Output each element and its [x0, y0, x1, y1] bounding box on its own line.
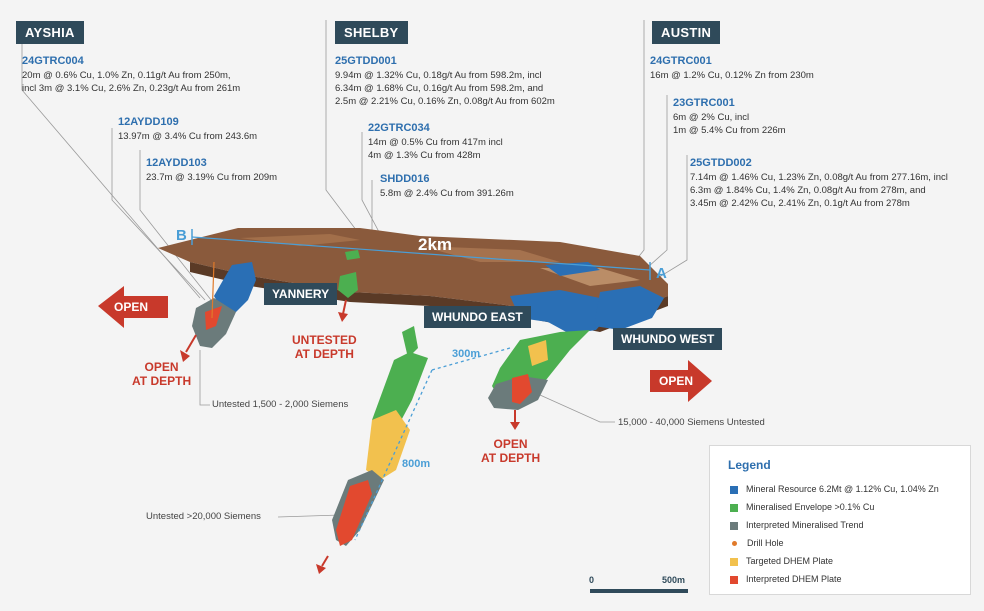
depth-arrows: [180, 299, 520, 574]
hole-id-shdd016: SHDD016: [380, 173, 430, 185]
legend-title: Legend: [728, 458, 771, 472]
hole-intercept: 6.34m @ 1.68% Cu, 0.16g/t Au from 598.2m…: [335, 83, 544, 94]
hole-intercept: 5.8m @ 2.4% Cu from 391.26m: [380, 188, 514, 199]
hole-intercept: 14m @ 0.5% Cu from 417m incl: [368, 137, 503, 148]
legend-item-mineral-resource: Mineral Resource 6.2Mt @ 1.12% Cu, 1.04%…: [730, 484, 939, 494]
note-whundo-siemens: 15,000 - 40,000 Siemens Untested: [618, 417, 765, 428]
scale-bar: [590, 589, 688, 593]
legend-label: Mineralised Envelope >0.1% Cu: [746, 502, 875, 512]
hole-intercept: 1m @ 5.4% Cu from 226m: [673, 125, 786, 136]
hole-intercept: 16m @ 1.2% Cu, 0.12% Zn from 230m: [650, 70, 814, 81]
legend-item-targeted-plate: Targeted DHEM Plate: [730, 556, 833, 566]
hole-intercept: incl 3m @ 3.1% Cu, 2.6% Zn, 0.23g/t Au f…: [22, 83, 241, 94]
hole-id-24gtrc004: 24GTRC004: [22, 55, 84, 67]
hole-intercept: 23.7m @ 3.19% Cu from 209m: [146, 172, 278, 183]
deposit-label-austin: AUSTIN: [652, 21, 721, 44]
note-ayshia-siemens: Untested 1,500 - 2,000 Siemens: [212, 399, 349, 410]
hole-intercept: 4m @ 1.3% Cu from 428m: [368, 150, 481, 161]
hole-intercept: 3.45m @ 2.42% Cu, 2.41% Zn, 0.1g/t Au fr…: [690, 198, 910, 209]
hole-id-12aydd103: 12AYDD103: [146, 157, 207, 169]
section-end-b: B: [176, 227, 187, 244]
drill-hole-dot-icon: [732, 541, 737, 547]
legend-label: Interpreted Mineralised Trend: [746, 520, 864, 530]
ayshia-orebody: [192, 261, 256, 348]
scale-end: 500m: [662, 575, 686, 585]
open-arrow-left: [98, 286, 168, 328]
hole-intercept: 9.94m @ 1.32% Cu, 0.18g/t Au from 598.2m…: [335, 70, 542, 81]
legend-label: Mineral Resource 6.2Mt @ 1.12% Cu, 1.04%…: [746, 484, 939, 494]
section-end-a: A: [656, 265, 667, 282]
depth-label-line: AT DEPTH: [294, 347, 354, 361]
distance-vertical: 800m: [402, 458, 431, 470]
yannery-orebody: [338, 272, 358, 298]
deposit-label-shelby: SHELBY: [335, 21, 408, 44]
deposit-label-ayshia: AYSHIA: [16, 21, 84, 44]
depth-label-line: AT DEPTH: [481, 451, 541, 465]
hole-intercept: 7.14m @ 1.46% Cu, 1.23% Zn, 0.08g/t Au f…: [690, 172, 948, 183]
open-arrow-right: [650, 360, 712, 402]
legend-item-mineralised-envelope: Mineralised Envelope >0.1% Cu: [730, 502, 874, 512]
legend-item-mineralised-trend: Interpreted Mineralised Trend: [730, 520, 864, 530]
distance-horizontal: 300m: [452, 348, 481, 360]
section-length: 2km: [418, 235, 453, 254]
tag-yannery: YANNERY: [264, 283, 338, 305]
deep-dhem-plate: [332, 326, 428, 546]
hole-intercept: 2.5m @ 2.21% Cu, 0.16% Zn, 0.08g/t Au fr…: [335, 96, 555, 107]
depth-label-yannery: UNTESTED AT DEPTH: [292, 333, 357, 361]
hole-id-23gtrc001: 23GTRC001: [673, 97, 735, 109]
hole-id-25gtdd001: 25GTDD001: [335, 55, 397, 67]
swatch-blue-icon: [730, 485, 738, 494]
hole-intercept: 20m @ 0.6% Cu, 1.0% Zn, 0.11g/t Au from …: [22, 70, 231, 81]
hole-intercept: 6m @ 2% Cu, incl: [673, 112, 750, 123]
scale-start: 0: [589, 575, 595, 585]
hole-intercept: 6.3m @ 1.84% Cu, 1.4% Zn, 0.08g/t Au fro…: [690, 185, 926, 196]
legend-label: Targeted DHEM Plate: [746, 556, 834, 566]
depth-label-line: OPEN: [493, 437, 528, 451]
legend-item-interpreted-plate: Interpreted DHEM Plate: [730, 574, 842, 584]
hole-id-24gtrc001: 24GTRC001: [650, 55, 712, 67]
swatch-green-icon: [730, 503, 738, 512]
legend-panel: Legend Mineral Resource 6.2Mt @ 1.12% Cu…: [709, 445, 971, 595]
hole-id-22gtrc034: 22GTRC034: [368, 122, 430, 134]
swatch-yellow-icon: [730, 557, 738, 566]
whundo-orebodies: [488, 286, 664, 410]
swatch-red-icon: [730, 575, 738, 584]
section-line: [191, 229, 651, 280]
legend-label: Drill Hole: [747, 538, 784, 548]
tag-whundo-east: WHUNDO EAST: [424, 306, 531, 328]
tag-whundo-west: WHUNDO WEST: [613, 328, 723, 350]
hole-id-12aydd109: 12AYDD109: [118, 116, 179, 128]
hole-intercept: 13.97m @ 3.4% Cu from 243.6m: [118, 131, 258, 142]
depth-label-ayshia: OPEN AT DEPTH: [132, 360, 191, 388]
distance-indicators: [354, 347, 511, 541]
depth-label-whundo: OPEN AT DEPTH: [481, 437, 540, 465]
legend-label: Interpreted DHEM Plate: [746, 574, 842, 584]
open-label-left: OPEN: [114, 300, 149, 314]
depth-label-line: OPEN: [144, 360, 179, 374]
note-deep-siemens: Untested >20,000 Siemens: [146, 511, 261, 522]
open-label-right: OPEN: [659, 374, 694, 388]
legend-item-drill-hole: Drill Hole: [730, 538, 784, 548]
depth-label-line: UNTESTED: [292, 333, 357, 347]
swatch-grey-icon: [730, 521, 738, 530]
hole-id-25gtdd002: 25GTDD002: [690, 157, 752, 169]
depth-label-line: AT DEPTH: [132, 374, 192, 388]
